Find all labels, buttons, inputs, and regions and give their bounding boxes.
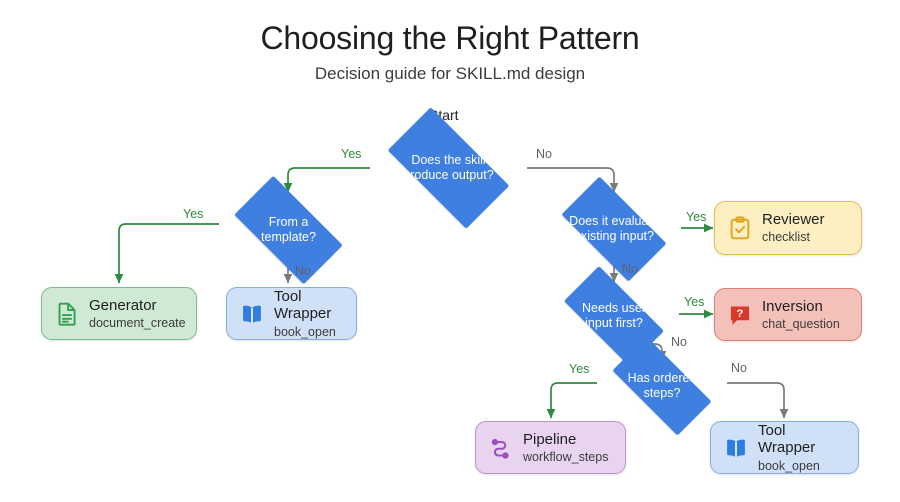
outcome-name: Inversion xyxy=(762,297,823,315)
outcome-tool: chat_question xyxy=(762,316,840,331)
decision-needs-user-input[interactable]: Needs user input first? xyxy=(549,266,679,366)
outcome-name: Pipeline xyxy=(523,430,577,448)
edge-label-produce-output-yes: Yes xyxy=(341,147,362,161)
decision-from-template[interactable]: From a template? xyxy=(219,175,358,285)
outcome-name: Generator xyxy=(89,296,157,314)
edge-label-ordered-steps-no: No xyxy=(731,361,747,375)
edge-label-produce-output-no: No xyxy=(536,147,552,161)
decision-label: Does the skill produce output? xyxy=(403,152,494,182)
edge-label-needs-user-input-yes: Yes xyxy=(684,295,705,309)
edge-ordered-steps-no xyxy=(727,382,789,419)
outcome-generator[interactable]: Generator document_create xyxy=(41,287,197,340)
outcome-name: Tool Wrapper xyxy=(758,422,816,457)
edge-label-from-template-yes: Yes xyxy=(183,207,204,221)
outcome-reviewer[interactable]: Reviewer checklist xyxy=(714,201,862,255)
edge-label-needs-user-input-no: No xyxy=(671,335,687,349)
decision-label: From a template? xyxy=(261,214,316,244)
outcome-tool: workflow_steps xyxy=(523,449,609,464)
edge-label-evaluate-input-no: No xyxy=(622,262,638,276)
outcome-pipeline[interactable]: Pipeline workflow_steps xyxy=(475,421,626,474)
outcome-tool-wrapper-left[interactable]: Tool Wrapper book_open xyxy=(226,287,357,340)
outcome-tool: book_open xyxy=(758,458,820,473)
decision-ordered-steps[interactable]: Has ordered steps? xyxy=(597,336,727,436)
outcome-tool: book_open xyxy=(274,324,336,339)
outcome-tool: document_create xyxy=(89,315,186,330)
book-open-icon xyxy=(727,439,745,457)
edge-label-evaluate-input-yes: Yes xyxy=(686,210,707,224)
outcome-text: Reviewer checklist xyxy=(762,211,825,245)
outcome-tool: checklist xyxy=(762,230,810,245)
outcome-tool-wrapper-right[interactable]: Tool Wrapper book_open xyxy=(710,421,859,474)
edge-from-template-yes xyxy=(114,223,219,284)
outcome-text: Tool Wrapper book_open xyxy=(274,288,344,339)
outcome-text: Tool Wrapper book_open xyxy=(758,422,846,473)
outcome-text: Pipeline workflow_steps xyxy=(523,431,608,465)
decision-label: Has ordered steps? xyxy=(627,370,697,400)
page-title: Choosing the Right Pattern xyxy=(260,20,640,56)
decision-label: Needs user input first? xyxy=(582,300,646,330)
svg-text:?: ? xyxy=(736,308,743,320)
outcome-name: Tool Wrapper xyxy=(274,288,332,323)
clipboard-check-icon xyxy=(730,216,750,240)
outcome-inversion[interactable]: ? Inversion chat_question xyxy=(714,288,862,341)
edge-ordered-steps-yes xyxy=(546,382,597,419)
chat-question-icon: ? xyxy=(730,306,750,325)
outcome-name: Reviewer xyxy=(762,211,825,229)
outcome-text: Generator document_create xyxy=(89,297,186,331)
decision-produce-output[interactable]: Does the skill produce output? xyxy=(370,107,527,229)
edge-label-ordered-steps-yes: Yes xyxy=(569,362,590,376)
decision-label: Does it evaluate existing input? xyxy=(569,213,659,243)
document-icon xyxy=(58,302,76,326)
page-subtitle: Decision guide for SKILL.md design xyxy=(314,64,586,83)
book-open-icon xyxy=(243,305,261,323)
outcome-text: Inversion chat_question xyxy=(762,298,840,332)
edge-needs-user-input-no xyxy=(614,343,667,361)
decision-evaluate-input[interactable]: Does it evaluate existing input? xyxy=(547,176,681,282)
edge-label-from-template-no: No xyxy=(295,264,311,278)
edge-produce-output-yes xyxy=(283,167,370,193)
edge-produce-output-no xyxy=(527,167,619,193)
workflow-icon xyxy=(491,438,509,459)
